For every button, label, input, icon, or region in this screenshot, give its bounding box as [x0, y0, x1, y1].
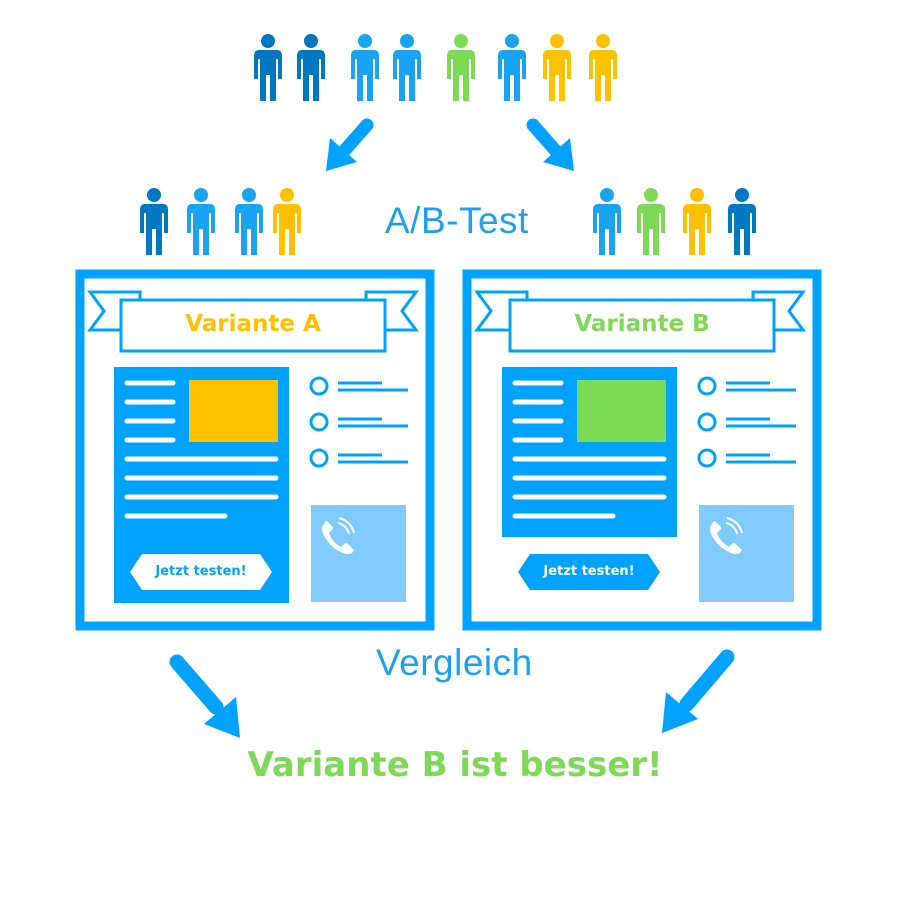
radio-circle-icon [697, 376, 717, 396]
person-icon [589, 34, 617, 101]
phone-icon [322, 517, 355, 555]
variant-b-panel [462, 269, 822, 631]
variant-a-cta-label: Jetzt testen! [155, 564, 247, 579]
merge-arrow-left [169, 654, 240, 738]
split-arrow-right [526, 118, 574, 171]
variant-a-label: Variante A [185, 311, 321, 337]
variant-b-cta-label: Jetzt testen! [543, 564, 635, 579]
person-icon [297, 34, 325, 101]
group-b-people [593, 188, 756, 255]
person-icon [254, 34, 282, 101]
person-icon [351, 34, 379, 101]
radio-circle-icon [309, 412, 329, 432]
variant-b-image-placeholder [577, 380, 666, 442]
comparison-label: Vergleich [376, 642, 533, 683]
person-icon [543, 34, 571, 101]
variant-b-radio-list [697, 376, 796, 468]
arrow-icon [338, 118, 374, 157]
group-a-people [140, 188, 301, 255]
diagram-title: A/B-Test [385, 200, 529, 241]
person-icon [187, 188, 215, 255]
arrow-icon [679, 649, 735, 712]
person-icon [393, 34, 421, 101]
variant-a-panel [75, 269, 435, 631]
variant-b-cta-button[interactable] [518, 554, 660, 590]
person-icon [728, 188, 756, 255]
person-icon [498, 34, 526, 101]
variant-a-image-placeholder [189, 380, 278, 442]
radio-circle-icon [697, 412, 717, 432]
arrow-icon [526, 118, 562, 157]
radio-circle-icon [309, 448, 329, 468]
person-icon [447, 34, 475, 101]
person-icon [593, 188, 621, 255]
person-icon [683, 188, 711, 255]
top-crowd [254, 34, 617, 101]
merge-arrow-right [662, 649, 735, 733]
variant-a-cta-button[interactable] [130, 554, 272, 590]
person-icon [235, 188, 263, 255]
person-icon [273, 188, 301, 255]
variant-a-radio-list [309, 376, 408, 468]
radio-circle-icon [697, 448, 717, 468]
radio-circle-icon [309, 376, 329, 396]
split-arrow-left [326, 118, 374, 171]
person-icon [637, 188, 665, 255]
variant-b-phone-box [699, 505, 794, 602]
variant-a-phone-box [311, 505, 406, 602]
arrow-icon [169, 654, 224, 715]
person-icon [140, 188, 168, 255]
phone-icon [710, 517, 743, 555]
conclusion-text: Variante B ist besser! [247, 745, 663, 785]
variant-b-label: Variante B [574, 311, 710, 337]
